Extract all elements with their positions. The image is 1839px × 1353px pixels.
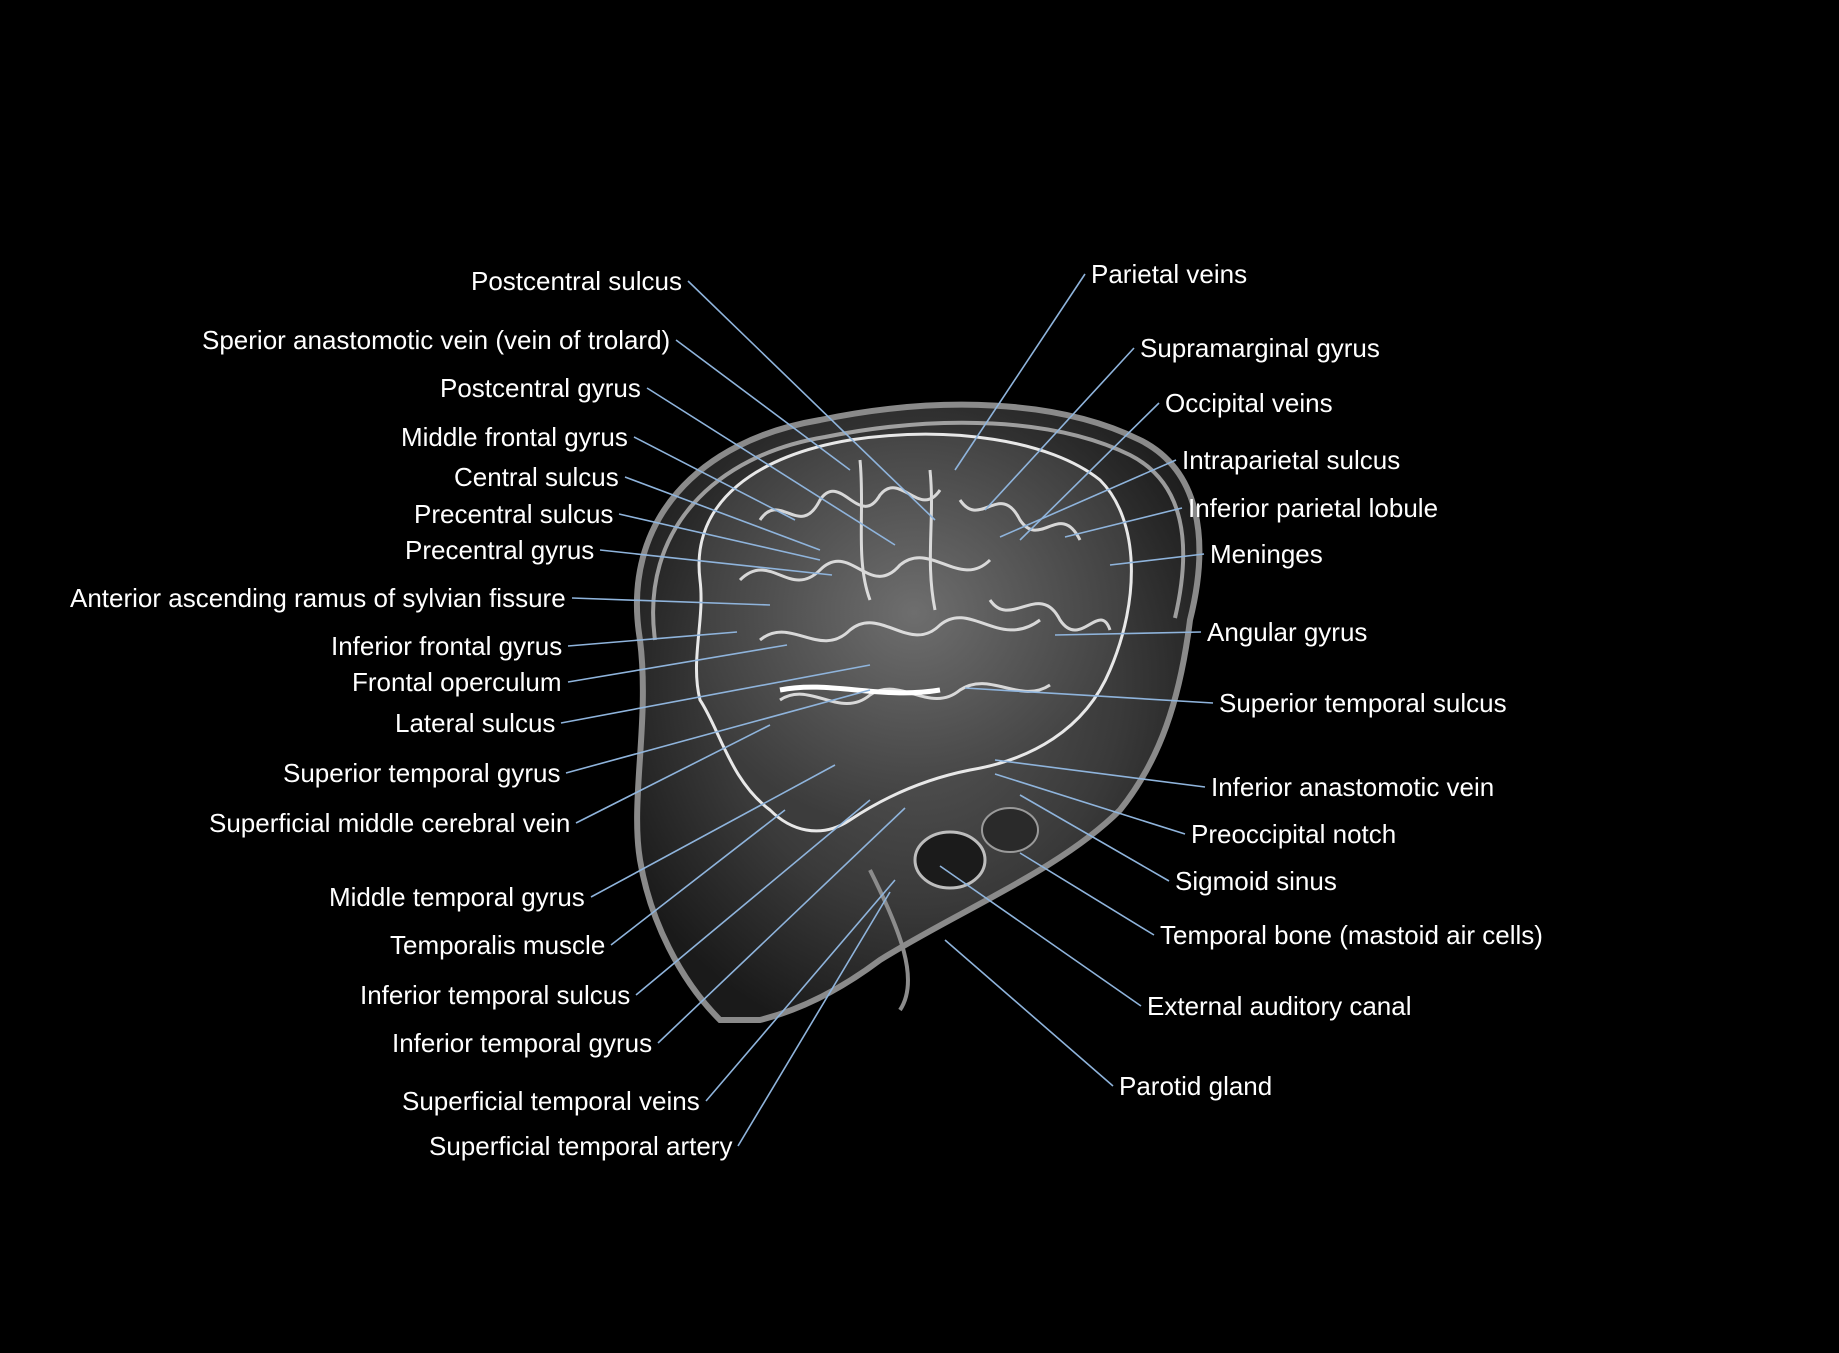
leader-line-left-17 (705, 879, 896, 1102)
label-precentral-gyrus: Precentral gyrus (405, 535, 595, 565)
leader-line-right-9 (994, 773, 1186, 835)
leader-line-left-10 (560, 664, 871, 724)
leader-line-left-13 (590, 764, 836, 898)
label-inferior-frontal-gyrus: Inferior frontal gyrus (331, 631, 563, 661)
label-superior-temporal-gyrus: Superior temporal gyrus (283, 758, 561, 788)
label-postcentral-gyrus: Postcentral gyrus (440, 373, 641, 403)
label-temporalis-muscle: Temporalis muscle (390, 930, 606, 960)
leader-line-left-11 (565, 689, 871, 774)
label-inferior-temporal-sulcus: Inferior temporal sulcus (360, 980, 631, 1010)
leader-line-left-5 (618, 513, 821, 561)
leader-line-left-8 (567, 631, 738, 647)
label-lateral-sulcus: Lateral sulcus (395, 708, 556, 738)
leader-line-left-7 (571, 597, 771, 606)
leader-line-right-1 (984, 347, 1135, 511)
leader-line-right-10 (1019, 794, 1170, 882)
leader-line-right-4 (1064, 507, 1183, 538)
leader-line-right-8 (994, 759, 1206, 788)
leader-line-right-13 (944, 939, 1114, 1087)
leader-line-left-3 (633, 436, 796, 521)
label-occipital-veins: Occipital veins (1165, 388, 1333, 418)
leader-line-right-6 (1054, 631, 1202, 636)
label-postcentral-sulcus: Postcentral sulcus (471, 266, 682, 296)
label-superior-anastomotic-vein: Sperior anastomotic vein (vein of trolar… (202, 325, 671, 355)
label-superficial-middle-cerebral-vein: Superficial middle cerebral vein (209, 808, 571, 838)
leader-line-right-5 (1109, 553, 1205, 566)
label-superficial-temporal-veins: Superficial temporal veins (402, 1086, 700, 1116)
label-sigmoid-sinus: Sigmoid sinus (1175, 866, 1337, 896)
label-frontal-operculum: Frontal operculum (352, 667, 562, 697)
label-inferior-anastomotic-vein: Inferior anastomotic vein (1211, 772, 1495, 802)
label-external-auditory-canal: External auditory canal (1147, 991, 1412, 1021)
leader-line-right-0 (954, 273, 1086, 471)
label-parietal-veins: Parietal veins (1091, 259, 1248, 289)
leader-line-left-2 (646, 387, 896, 546)
leader-line-left-6 (599, 549, 833, 576)
leader-line-right-2 (1019, 402, 1160, 541)
leader-line-left-1 (675, 339, 851, 471)
leader-line-left-15 (635, 799, 871, 996)
label-middle-frontal-gyrus: Middle frontal gyrus (401, 422, 628, 452)
label-precentral-sulcus: Precentral sulcus (414, 499, 614, 529)
label-angular-gyrus: Angular gyrus (1207, 617, 1368, 647)
leader-line-right-7 (964, 687, 1214, 704)
label-central-sulcus: Central sulcus (454, 462, 619, 492)
leader-lines (560, 273, 1214, 1147)
leader-line-left-9 (567, 644, 788, 683)
leader-line-left-14 (610, 809, 786, 946)
label-supramarginal-gyrus: Supramarginal gyrus (1140, 333, 1380, 363)
label-parotid-gland: Parotid gland (1119, 1071, 1273, 1101)
label-temporal-bone: Temporal bone (mastoid air cells) (1160, 920, 1543, 950)
label-inferior-temporal-gyrus: Inferior temporal gyrus (392, 1028, 653, 1058)
label-intraparietal-sulcus: Intraparietal sulcus (1182, 445, 1401, 475)
label-middle-temporal-gyrus: Middle temporal gyrus (329, 882, 585, 912)
brain-parenchyma (694, 432, 1133, 833)
label-preoccipital-notch: Preoccipital notch (1191, 819, 1397, 849)
leader-line-left-12 (575, 724, 771, 824)
leader-line-left-0 (687, 280, 936, 521)
leader-line-left-4 (624, 476, 821, 551)
label-inferior-parietal-lobule: Inferior parietal lobule (1188, 493, 1439, 523)
leader-line-right-11 (1019, 852, 1155, 936)
skull-base-structures (868, 807, 1039, 1012)
label-meninges: Meninges (1210, 539, 1323, 569)
label-superficial-temporal-artery: Superficial temporal artery (429, 1131, 733, 1161)
leader-line-left-18 (737, 891, 891, 1147)
label-superior-temporal-sulcus: Superior temporal sulcus (1219, 688, 1507, 718)
leader-line-right-12 (939, 865, 1142, 1007)
leader-line-right-3 (999, 459, 1177, 538)
label-anterior-ascending-ramus: Anterior ascending ramus of sylvian fiss… (70, 583, 566, 613)
leader-line-left-16 (657, 807, 906, 1044)
